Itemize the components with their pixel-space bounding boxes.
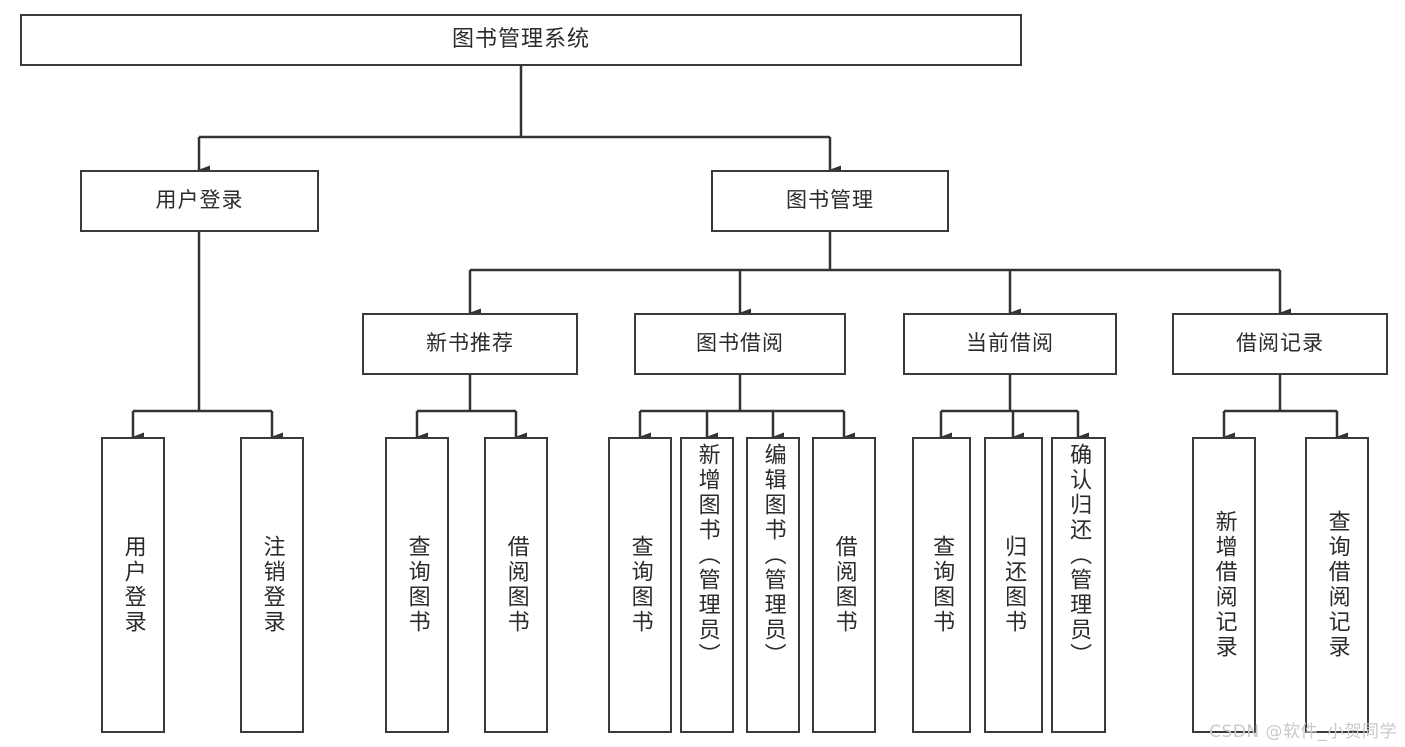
node-borrow-record[interactable]: 借阅记录 [1172, 313, 1388, 375]
leaf-user-login[interactable]: 用户登录 [101, 437, 165, 733]
leaf-query-book-current[interactable]: 查询图书 [912, 437, 971, 733]
leaf-return-book[interactable]: 归还图书 [984, 437, 1043, 733]
leaf-label: 查询图书 [404, 535, 430, 635]
leaf-label: 用户登录 [120, 535, 146, 635]
leaf-label: 查询图书 [627, 535, 653, 635]
node-user-login-label: 用户登录 [155, 188, 244, 213]
connector-lines [131, 66, 1348, 442]
leaf-borrow-book-recommend[interactable]: 借阅图书 [484, 437, 548, 733]
node-new-book-recommend-label: 新书推荐 [426, 331, 514, 356]
leaf-label: 查询借阅记录 [1324, 510, 1350, 660]
leaf-label: 编辑图书（管理员） [760, 443, 786, 668]
leaf-label: 归还图书 [1001, 535, 1027, 635]
node-borrow-record-label: 借阅记录 [1236, 331, 1324, 356]
leaf-query-book-recommend[interactable]: 查询图书 [385, 437, 449, 733]
leaf-query-borrow-record[interactable]: 查询借阅记录 [1305, 437, 1369, 733]
node-current-borrow[interactable]: 当前借阅 [903, 313, 1117, 375]
leaf-label: 借阅图书 [831, 535, 857, 635]
leaf-label: 借阅图书 [503, 535, 529, 635]
node-root[interactable]: 图书管理系统 [20, 14, 1022, 66]
leaf-label: 查询图书 [929, 535, 955, 635]
leaf-borrow-book[interactable]: 借阅图书 [812, 437, 876, 733]
watermark: CSDN @软件_小贺同学 [1209, 722, 1397, 742]
leaf-edit-book-admin[interactable]: 编辑图书（管理员） [746, 437, 800, 733]
node-book-management[interactable]: 图书管理 [711, 170, 949, 232]
leaf-add-book-admin[interactable]: 新增图书（管理员） [680, 437, 734, 733]
node-user-login[interactable]: 用户登录 [80, 170, 319, 232]
node-current-borrow-label: 当前借阅 [966, 331, 1054, 356]
leaf-label: 新增借阅记录 [1211, 510, 1237, 660]
leaf-label: 新增图书（管理员） [694, 443, 720, 668]
node-book-management-label: 图书管理 [786, 188, 874, 213]
leaf-label: 确认归还（管理员） [1066, 443, 1092, 668]
node-root-label: 图书管理系统 [451, 26, 590, 52]
leaf-query-book-borrow[interactable]: 查询图书 [608, 437, 672, 733]
node-book-borrow[interactable]: 图书借阅 [634, 313, 846, 375]
leaf-logout[interactable]: 注销登录 [240, 437, 304, 733]
leaf-confirm-return-admin[interactable]: 确认归还（管理员） [1051, 437, 1106, 733]
leaf-add-borrow-record[interactable]: 新增借阅记录 [1192, 437, 1256, 733]
node-book-borrow-label: 图书借阅 [696, 331, 784, 356]
leaf-label: 注销登录 [259, 535, 285, 635]
node-new-book-recommend[interactable]: 新书推荐 [362, 313, 578, 375]
